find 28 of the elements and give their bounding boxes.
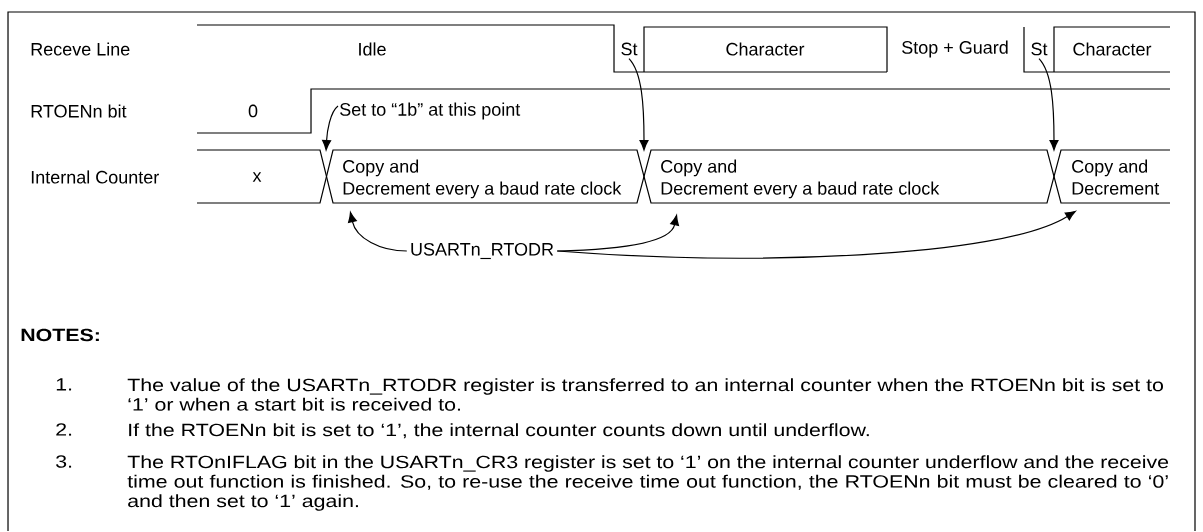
arrow	[322, 105, 339, 151]
signal-value-text: Character	[726, 42, 805, 56]
notes-heading: NOTES:	[21, 328, 99, 342]
note-text: The RTOnIFLAG bit in the USARTn_CR3 register is set to ‘1’ on the internal counter underflow and the receive time out function is finished. So, to re-use the receive time out function, the RTOENn bit must be cleared to ‘0’ and then set to ‘1’ again.	[127, 455, 1169, 511]
note-number: 2.	[56, 423, 72, 436]
signal-value-text: St	[621, 42, 638, 56]
row-label: RTOENn bit	[31, 104, 127, 118]
annotation-text: Set to “1b” at this point	[340, 102, 521, 120]
counter-state-text: Copy and Decrement	[1072, 159, 1160, 195]
note-text: The value of the USARTn_RTODR register is transferred to an internal counter when the RTOENn bit is set to ‘1’ or when a start bit is received to.	[127, 378, 1163, 411]
row-label: Receve Line	[31, 42, 130, 56]
row-label: Internal Counter	[31, 170, 159, 184]
arrow	[1038, 57, 1059, 151]
signal-value-text: Character	[1073, 42, 1152, 56]
signal-value-text: x	[252, 172, 262, 182]
register-label: USARTn_RTODR	[411, 242, 554, 260]
note-number: 1.	[56, 378, 72, 391]
signal-value-text: 0	[248, 104, 258, 118]
arrow	[348, 212, 408, 252]
signal-value-text: Idle	[359, 42, 386, 56]
signal-value-text: Stop + Guard	[902, 40, 1008, 58]
note-number: 3.	[56, 455, 72, 468]
arrow	[556, 210, 1076, 259]
counter-state-text: Copy and Decrement every a baud rate clock	[343, 159, 622, 199]
note-text: If the RTOENn bit is set to ‘1’, the internal counter counts down until underflow.	[129, 423, 869, 439]
counter-state-text: Copy and Decrement every a baud rate clock	[661, 159, 940, 199]
arrow	[628, 57, 649, 151]
signal-value-text: St	[1031, 42, 1048, 56]
